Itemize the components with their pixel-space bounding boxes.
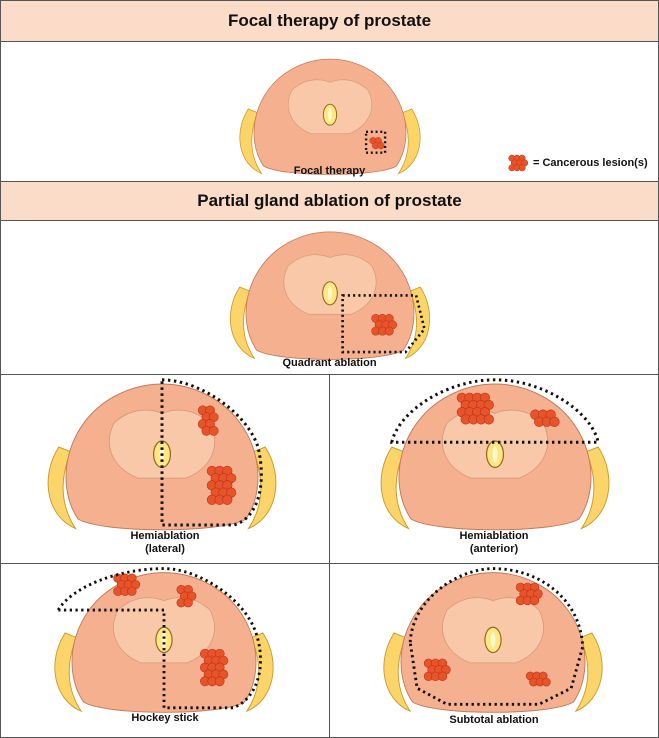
prostate-diagram [54,567,274,713]
prostate-diagram [47,378,277,531]
panel-hemi-lateral: Hemiablation (lateral) [0,374,330,564]
prostate-gland [54,567,274,713]
caption-line-1: Hemiablation [459,530,529,542]
left-vesicle [54,632,83,713]
caption-hemi-lateral: Hemiablation (lateral) [1,530,329,556]
ablation-zone-outline [56,567,262,710]
caption-focal: Focal therapy [293,165,366,177]
right-vesicle [574,632,603,713]
left-vesicle [380,446,410,530]
legend-label: = Cancerous lesion(s) [533,157,648,169]
lesion-legend-cluster [508,154,529,172]
section-title-partial: Partial gland ablation of prostate [0,181,659,221]
lesion-legend-icon [508,154,529,172]
ablation-zone-outline [160,378,263,527]
panel-quadrant: Quadrant ablation [0,220,659,375]
cancerous-lesion [197,405,219,436]
left-vesicle [239,108,263,175]
prostate-diagram [229,231,431,360]
cancerous-lesion [206,465,237,505]
left-vesicle [229,286,256,360]
cancerous-lesion [530,409,560,427]
cancerous-lesion [515,582,543,606]
right-vesicle [247,446,277,530]
cancerous-lesion [423,658,451,682]
right-vesicle [404,286,431,360]
caption-quadrant: Quadrant ablation [282,357,377,369]
prostate-diagram [380,378,610,531]
panel-hockey-stick: Hockey stick [0,563,330,738]
panel-focal: Focal therapy = Cancerous lesion(s) [0,41,659,182]
left-vesicle [47,446,77,530]
caption-line-2: (anterior) [469,543,519,555]
cancerous-lesion [369,137,385,150]
ablation-zone-outline [341,294,426,354]
prostate-gland [383,567,603,713]
panel-hemi-anterior: Hemiablation (anterior) [329,374,659,564]
caption-line-2: (lateral) [145,543,185,555]
panel-subtotal: Subtotal ablation [329,563,659,738]
prostate-gland [229,231,431,360]
legend: = Cancerous lesion(s) [507,152,648,174]
cancerous-lesion [176,584,197,608]
prostate-diagram [383,567,603,713]
cancerous-lesion [456,392,494,425]
right-vesicle [245,632,274,713]
caption-hockey-stick: Hockey stick [131,712,199,724]
prostate-diagram [239,58,421,175]
cancerous-lesion [525,671,551,687]
right-vesicle [397,108,421,175]
cancerous-lesion [200,648,229,687]
prostate-gland [380,378,610,531]
caption-line-1: Hemiablation [130,530,200,542]
caption-hemi-anterior: Hemiablation (anterior) [330,530,658,556]
caption-subtotal: Subtotal ablation [449,714,539,726]
section-title-focal: Focal therapy of prostate [0,0,659,42]
cancerous-lesion [371,314,398,336]
right-vesicle [580,446,610,530]
prostate-gland [47,378,277,531]
left-vesicle [383,632,412,713]
ablation-zone-outline [389,378,601,444]
cancerous-lesion [113,573,141,596]
prostate-gland [239,58,421,175]
